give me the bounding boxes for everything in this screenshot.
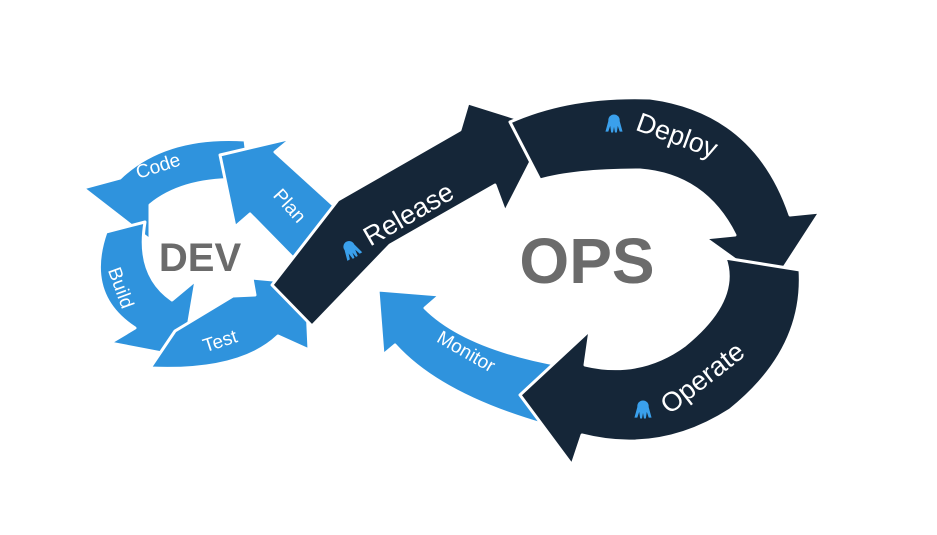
deploy-arrow <box>508 96 822 288</box>
dev-title: DEV <box>159 236 242 280</box>
operate-arrow <box>518 256 802 467</box>
monitor-arrow <box>376 288 562 427</box>
release-arrow <box>270 101 550 328</box>
ops-loop <box>270 96 822 467</box>
ops-title: OPS <box>519 225 654 297</box>
